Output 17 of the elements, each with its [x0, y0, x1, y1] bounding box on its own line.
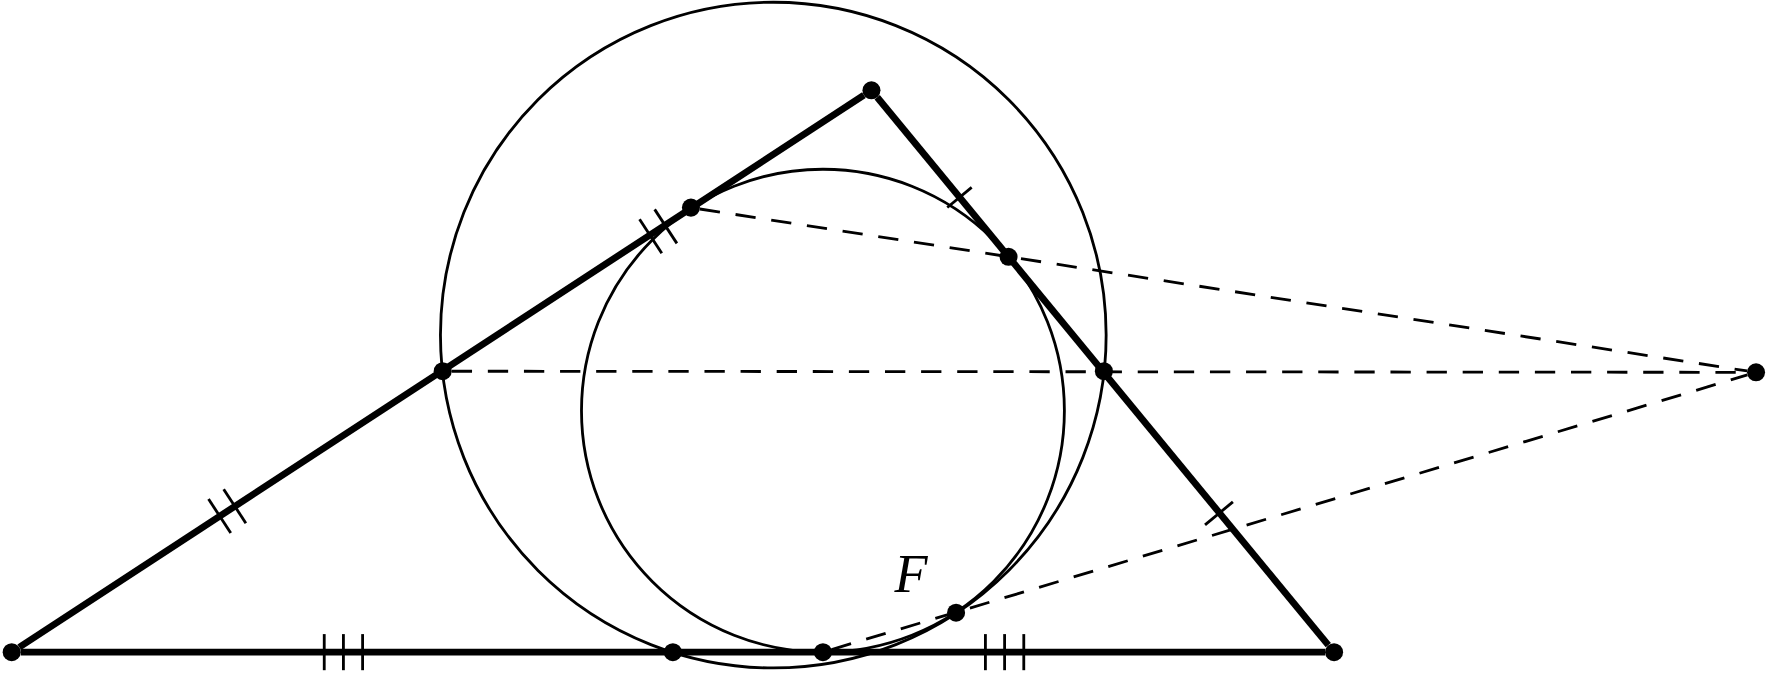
dashed-line: [831, 373, 1748, 651]
line-segment: [20, 648, 1326, 656]
point: [2, 643, 21, 662]
point: [681, 198, 700, 217]
point: [813, 643, 832, 662]
point: [1747, 363, 1766, 382]
point: [1094, 362, 1113, 381]
point: [433, 362, 452, 381]
point: [1325, 643, 1344, 662]
point-label: F: [894, 544, 928, 605]
point: [947, 603, 966, 622]
dashed-line: [699, 207, 1748, 373]
line-segment: [874, 95, 1331, 648]
point: [999, 247, 1018, 266]
line-segment: [17, 92, 866, 651]
point: [663, 643, 682, 662]
point: [862, 81, 881, 100]
